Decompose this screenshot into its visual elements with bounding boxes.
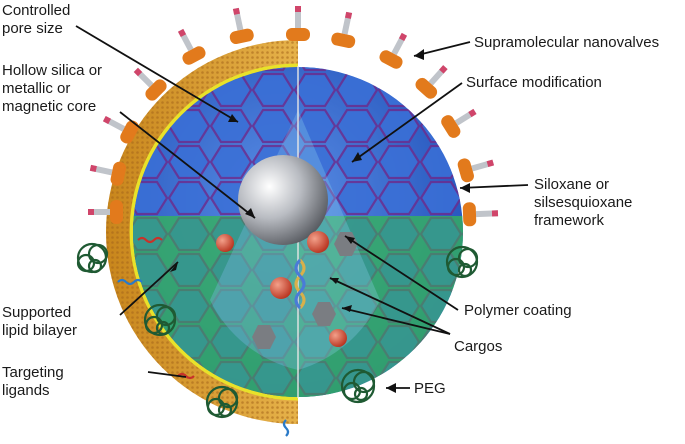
cargo-particle [216, 234, 234, 252]
label-surface-modification: Surface modification [466, 74, 602, 91]
label-supramolecular-nanovalves: Supramolecular nanovalves [474, 34, 660, 51]
cargo-hexagon [312, 302, 336, 326]
label-hollow-core: Hollow silica or metallic or magnetic co… [2, 62, 103, 115]
label-controlled-pore-size: Controlled pore size [2, 2, 71, 37]
peg-coils [76, 242, 479, 419]
dna-cargo [294, 258, 306, 310]
label-polymer-coating: Polymer coating [464, 302, 572, 319]
targeting-ligands [117, 236, 290, 437]
cargo-particle [307, 231, 329, 253]
hollow-core [238, 155, 328, 245]
label-peg: PEG [414, 380, 446, 397]
label-cargos: Cargos [454, 338, 503, 355]
cargo-particle [329, 329, 347, 347]
leader-lines [75, 25, 529, 389]
cargo-hexagon [252, 325, 276, 349]
supramolecular-nanovalves [88, 6, 499, 227]
label-siloxane-framework: Siloxane or silsesquioxane framework [534, 176, 633, 229]
label-targeting-ligands: Targeting ligands [2, 364, 64, 399]
cargo-particle [270, 277, 292, 299]
label-supported-lipid-bilayer: Supported lipid bilayer [2, 304, 78, 339]
